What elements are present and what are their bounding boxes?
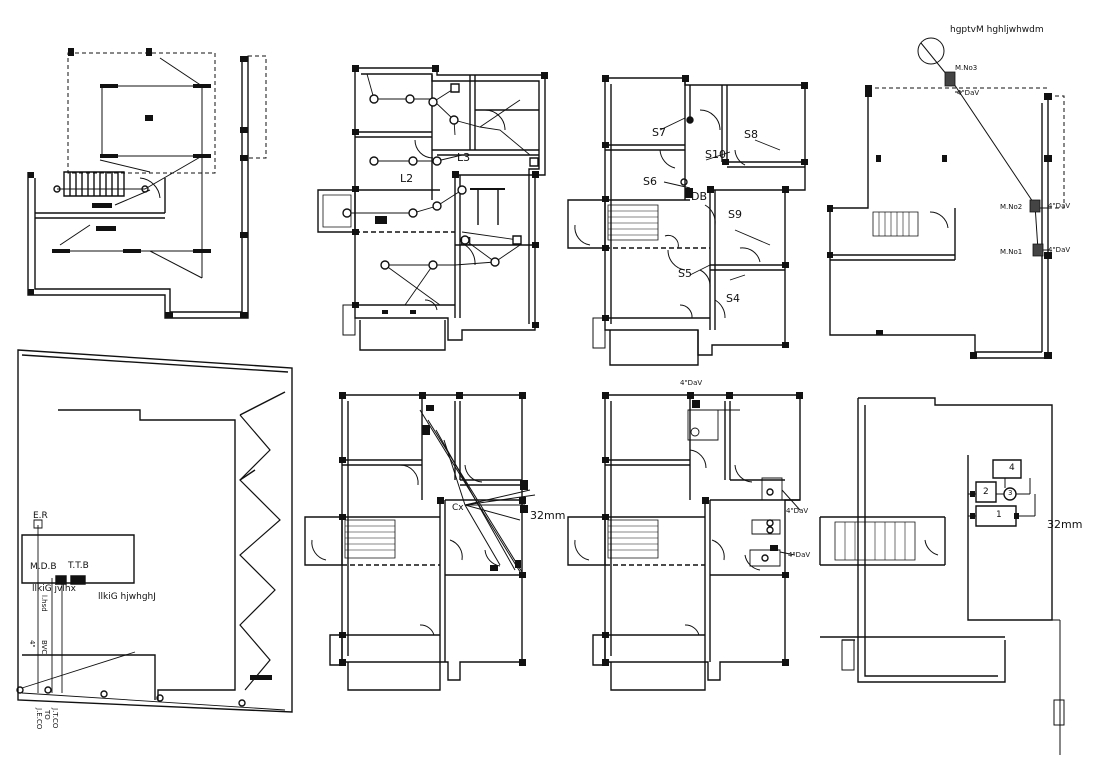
tank-1-label: 1 (996, 510, 1002, 520)
site-label-b: llkiG jvlhx (32, 584, 76, 594)
plan-3-socket-layout (568, 75, 808, 365)
site-label-a: llkiG hjwhghJ (98, 592, 156, 602)
plan-7-water-tanks (820, 398, 1064, 755)
site-mdb-label: M.D.B (30, 562, 57, 572)
site-vert-a: J.E.CO (35, 708, 43, 730)
manhole-2-label: M.No2 (1000, 203, 1023, 211)
manhole-3-label: M.No3 (955, 64, 978, 72)
socket-circuit-S7: S7 (652, 126, 666, 139)
site-ttb-label: T.T.B (68, 561, 89, 571)
pipe-dav-label-3: 4"DaV (1048, 246, 1071, 254)
plan-5-water-supply (305, 392, 535, 690)
lighting-circuit-L2: L2 (400, 172, 414, 185)
pipe-dav-label-1: 4"DaV (957, 89, 980, 97)
site-vert-c: l.hsd (40, 595, 48, 612)
plan-6-dav-low: 4"DaV (788, 551, 811, 559)
site-vert-b: J.T.CO (51, 708, 59, 729)
socket-circuit-S8: S8 (744, 128, 758, 141)
plan-2-lighting-layout (318, 65, 548, 350)
site-plan (17, 350, 292, 712)
plan-4-title: hgptvM hghljwhwdm (950, 25, 1044, 35)
plan-7-pipe-size: 32mm (1047, 518, 1083, 531)
tank-2-label: 2 (983, 487, 989, 497)
plan-4-drainage-roof (827, 38, 1064, 359)
socket-circuit-S9: S9 (728, 208, 742, 221)
socket-circuit-S5: S5 (678, 267, 692, 280)
lighting-circuit-L1: L1 (460, 235, 474, 248)
plan-1-lighting-layout (28, 48, 266, 318)
plan-6-drainage-layout (568, 392, 803, 690)
distribution-board-label: DB (691, 190, 708, 203)
pump-3-label: 3 (1008, 489, 1013, 497)
pipe-dav-label-2: 4"DaV (1048, 202, 1071, 210)
site-er-label: E.R (33, 511, 48, 521)
plan-6-dav-top: 4"DaV (680, 379, 703, 387)
manhole-1-label: M.No1 (1000, 248, 1023, 256)
site-vert-f: 4" (28, 640, 36, 648)
lighting-circuit-L3: L3 (457, 151, 471, 164)
site-vert-d: BVC (40, 640, 48, 655)
tank-4-label: 4 (1009, 463, 1015, 473)
plan-6-dav-mid: 4"DaV (786, 507, 809, 515)
socket-circuit-S4: S4 (726, 292, 740, 305)
socket-circuit-S6: S6 (643, 175, 657, 188)
plan-5-cx-label: Cx (452, 503, 464, 513)
site-vert-e: TO (43, 710, 51, 720)
plan-5-pipe-size: 32mm (530, 509, 566, 522)
socket-circuit-S10: S10 (705, 148, 726, 161)
